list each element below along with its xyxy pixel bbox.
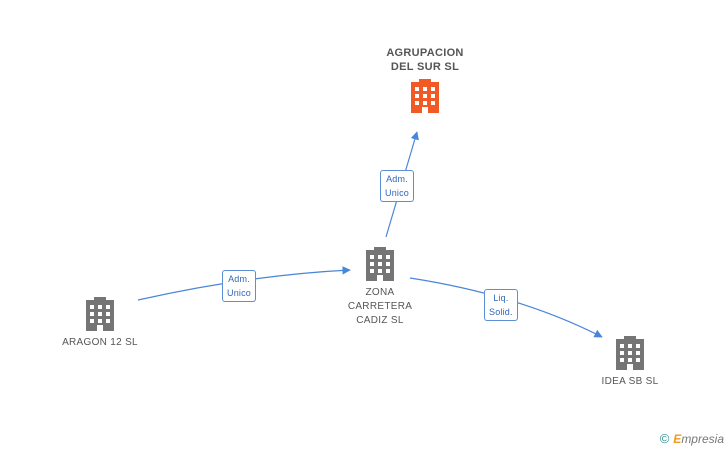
node-label: IDEA SB SL	[601, 376, 659, 387]
building-icon	[365, 247, 395, 286]
building-icon	[615, 336, 645, 375]
building-icon	[85, 297, 115, 336]
node-agrupacion-del-sur[interactable]: AGRUPACION DEL SUR SL	[370, 46, 480, 118]
copyright-symbol: ©	[659, 431, 670, 446]
node-zona-carretera-cadiz[interactable]: ZONA CARRETERA CADIZ SL	[330, 247, 430, 328]
node-label: AGRUPACION DEL SUR SL	[386, 47, 464, 73]
brand-initial: E	[673, 432, 682, 446]
node-label: ARAGON 12 SL	[62, 337, 138, 348]
node-idea-sb[interactable]: IDEA SB SL	[580, 336, 680, 389]
edge-label-zona-idea: Liq. Solid.	[484, 289, 518, 321]
edge-label-aragon-zona: Adm. Unico	[222, 270, 257, 302]
node-label: ZONA CARRETERA CADIZ SL	[347, 287, 413, 326]
edge-label-zona-agrupacion: Adm. Unico	[380, 170, 415, 202]
footer-brand: ©Empresia	[660, 431, 724, 446]
brand-name: mpresia	[681, 432, 724, 446]
node-aragon-12[interactable]: ARAGON 12 SL	[50, 297, 150, 350]
building-icon	[410, 79, 440, 118]
